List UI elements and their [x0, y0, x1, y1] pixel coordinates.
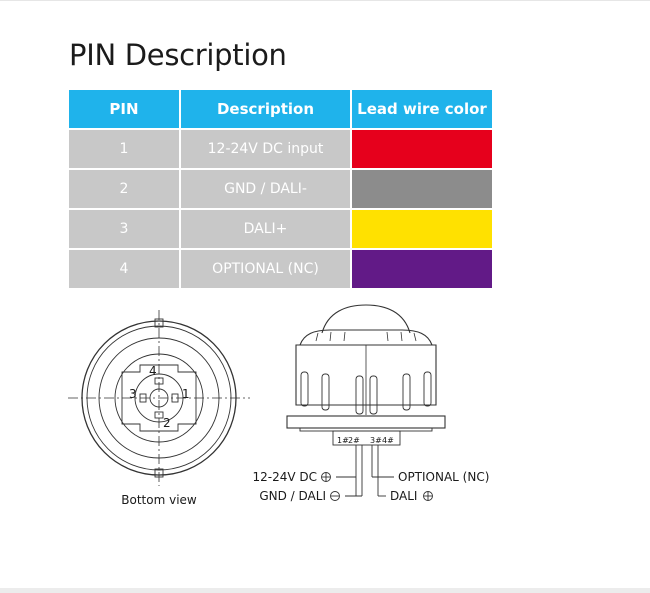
plus-circle-icon: [321, 472, 331, 482]
bottom-view-drawing: [68, 310, 250, 486]
bottom-view-caption: Bottom view: [121, 493, 197, 507]
side-pin-mark-4: 4#: [382, 436, 394, 445]
wire-color-swatch: [352, 210, 492, 248]
pin-table: PIN Description Lead wire color 1 12-24V…: [67, 88, 494, 290]
minus-circle-icon: [330, 491, 340, 501]
pin-number: 1: [69, 130, 179, 168]
table-row: 2 GND / DALI-: [69, 170, 492, 208]
table-row: 1 12-24V DC input: [69, 130, 492, 168]
pin-description: 12-24V DC input: [181, 130, 350, 168]
callout-gnd-dali: GND / DALI: [259, 489, 326, 503]
wire-color-swatch: [352, 130, 492, 168]
bottom-pin-2-label: 2: [163, 416, 171, 430]
bottom-divider: [0, 588, 650, 593]
pin-description: GND / DALI-: [181, 170, 350, 208]
callout-dc-input: 12-24V DC: [252, 470, 317, 484]
pin-description: DALI+: [181, 210, 350, 248]
side-pin-mark-2: 2#: [348, 436, 360, 445]
header-description: Description: [181, 90, 350, 128]
wire-color-swatch: [352, 250, 492, 288]
pin-number: 3: [69, 210, 179, 248]
bottom-pin-3-label: 3: [129, 387, 137, 401]
plus-circle-icon: [423, 491, 433, 501]
pin-number: 2: [69, 170, 179, 208]
callout-optional-nc: OPTIONAL (NC): [398, 470, 489, 484]
side-pin-mark-3: 3#: [370, 436, 382, 445]
table-row: 3 DALI+: [69, 210, 492, 248]
header-pin: PIN: [69, 90, 179, 128]
side-pin-mark-1: 1#: [337, 436, 349, 445]
table-row: 4 OPTIONAL (NC): [69, 250, 492, 288]
table-header-row: PIN Description Lead wire color: [69, 90, 492, 128]
page-title: PIN Description: [69, 38, 287, 72]
bottom-pin-1-label: 1: [182, 387, 190, 401]
top-divider: [0, 0, 650, 1]
bottom-pin-4-label: 4: [149, 364, 157, 378]
callout-dali-plus: DALI: [390, 489, 417, 503]
pin-number: 4: [69, 250, 179, 288]
header-lead-wire-color: Lead wire color: [352, 90, 492, 128]
pin-description: OPTIONAL (NC): [181, 250, 350, 288]
side-view-drawing: [286, 304, 446, 497]
wire-color-swatch: [352, 170, 492, 208]
